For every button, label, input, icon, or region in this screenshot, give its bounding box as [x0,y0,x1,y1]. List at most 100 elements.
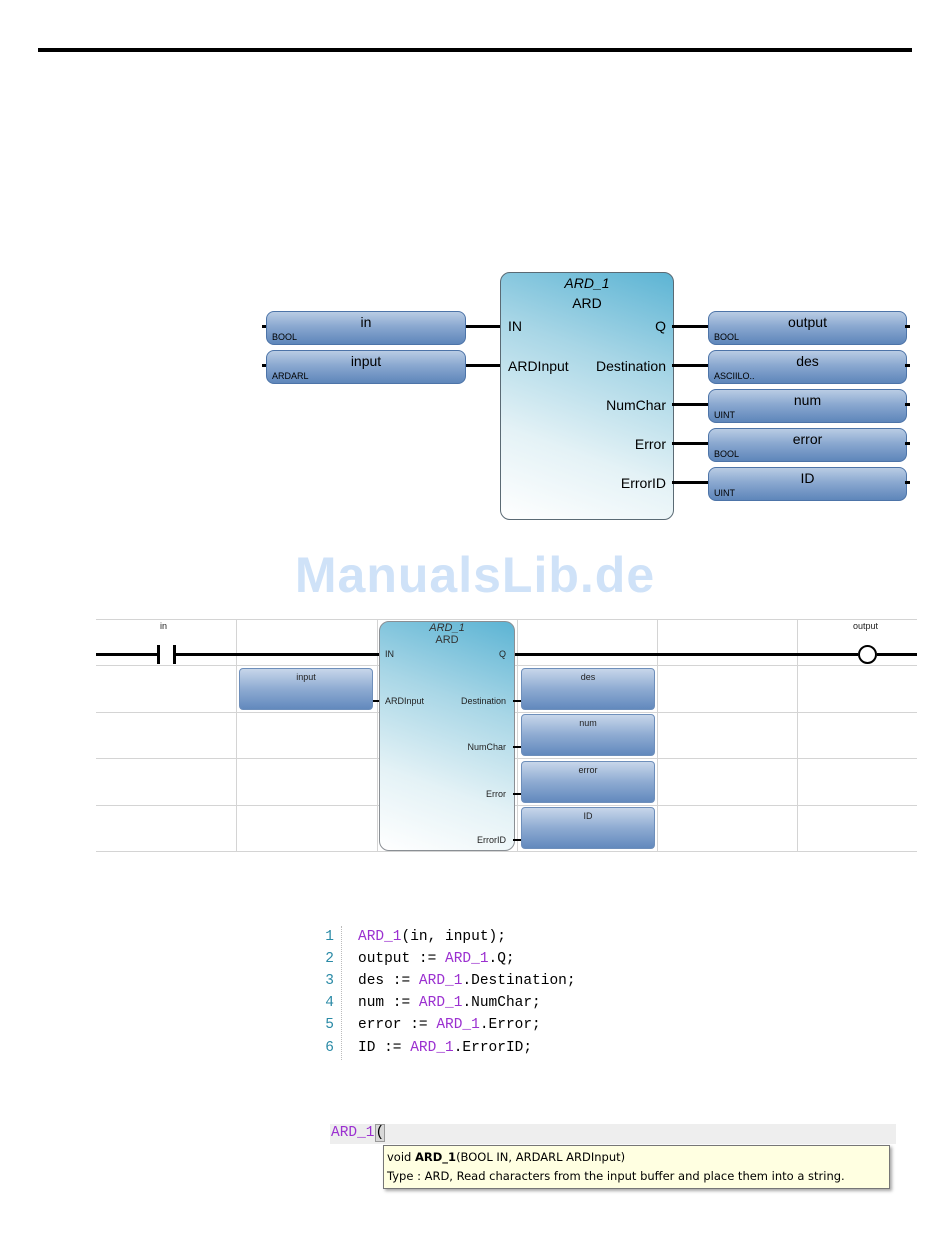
code-line: ARD_1(in, input); [358,929,506,945]
fbd-var-in[interactable]: in BOOL [266,311,466,345]
wire-destination [672,364,710,367]
code-gutter [341,926,342,1060]
grid-line [236,619,237,852]
code-text: .Q; [488,951,515,967]
contact-right-bar [173,645,176,664]
fbd-function-block[interactable]: ARD_1 ARD IN ARDInput Q Destination NumC… [500,272,674,520]
code-line: ID := ARD_1.ErrorID; [358,1040,532,1056]
code-text: .Error; [479,1017,541,1033]
wire-error [672,442,710,445]
pin-error: Error [634,436,666,452]
header-rule [38,48,912,52]
code-line: num := ARD_1.NumChar; [358,995,541,1011]
code-keyword: ARD_1 [418,973,463,989]
line-number: 5 [325,1017,334,1033]
ladder-function-block[interactable]: ARD_1 ARD IN ARDInput Q Destination NumC… [379,621,515,851]
var-name: ID [583,811,593,821]
grid-line [797,619,798,852]
wire-numchar [513,746,522,748]
code-text: .Destination; [462,973,576,989]
wire-stub [262,364,267,367]
pin-q: Q [655,318,666,334]
ladder-var-error[interactable]: error [521,761,655,803]
wire-numchar [672,403,710,406]
fbd-var-error[interactable]: error BOOL [708,428,907,462]
pin-destination: Destination [595,358,666,374]
var-name: des [580,672,596,682]
wire-stub [905,364,910,367]
fbd-var-des[interactable]: des ASCIILO.. [708,350,907,384]
var-type: BOOL [272,332,298,342]
fb-instance-name: ARD_1 [564,275,610,291]
contact-left-bar [157,645,160,664]
ladder-var-des[interactable]: des [521,668,655,710]
wire-stub [262,325,267,328]
pin-ardinput: ARDInput [385,696,425,706]
fb-type-name: ARD [435,634,459,646]
fbd-var-output[interactable]: output BOOL [708,311,907,345]
fbd-var-id[interactable]: ID UINT [708,467,907,501]
wire-errorid [672,481,710,484]
var-name: error [578,765,598,775]
wire-stub [905,325,910,328]
pin-destination: Destination [460,696,506,706]
rung-wire [877,653,917,656]
pin-numchar: NumChar [606,397,666,413]
grid-line [96,619,917,620]
grid-line [377,619,378,852]
wire-error [513,793,522,795]
fbd-var-num[interactable]: num UINT [708,389,907,423]
sig-name: ARD_1 [415,1150,457,1164]
line-number: 6 [325,1040,334,1056]
cursor-paren: ( [374,1124,386,1142]
var-type: UINT [714,410,735,420]
rung-wire [513,653,858,656]
var-name: input [296,672,316,682]
line-number: 3 [325,973,334,989]
signature-tooltip: void ARD_1(BOOL IN, ARDARL ARDInput) Typ… [383,1145,890,1189]
wire-in [466,325,502,328]
pin-error: Error [486,789,506,799]
code-line: error := ARD_1.Error; [358,1017,541,1033]
fb-instance-name: ARD_1 [429,622,465,634]
sig-params: (BOOL IN, ARDARL ARDInput) [456,1150,626,1164]
pin-in: IN [385,649,394,659]
var-type: UINT [714,488,735,498]
code-line: des := ARD_1.Destination; [358,973,576,989]
code-keyword: ARD_1 [410,1040,454,1056]
pin-errorid: ErrorID [477,835,506,845]
code-text: .NumChar; [462,995,541,1011]
grid-line [657,619,658,852]
wire-stub [905,403,910,406]
var-type: BOOL [714,449,740,459]
sig-prefix: void [387,1150,415,1164]
editor-line[interactable] [330,1124,896,1144]
coil[interactable] [858,645,877,664]
var-type: ASCIILO.. [714,371,755,381]
var-type: ARDARL [272,371,309,381]
coil-label: output [853,621,879,631]
var-name: output [788,314,827,330]
wire-ardinput [466,364,502,367]
ladder-var-num[interactable]: num [521,714,655,756]
code-line: output := ARD_1.Q; [358,951,515,967]
ladder-var-input[interactable]: input [239,668,373,710]
var-name: ID [800,470,815,486]
ladder-var-id[interactable]: ID [521,807,655,849]
fbd-var-input[interactable]: input ARDARL [266,350,466,384]
rung-wire [96,653,158,656]
typed-code: ARD_1( [331,1124,386,1142]
code-keyword: ARD_1 [445,951,489,967]
var-name: input [350,353,382,369]
code-keyword: ARD_1 [418,995,463,1011]
tooltip-signature: void ARD_1(BOOL IN, ARDARL ARDInput) [387,1148,886,1167]
grid-line [96,851,917,852]
code-text: output := [358,951,446,967]
var-name: in [360,314,372,330]
watermark: ManualsLib.de [294,547,656,603]
code-keyword: ARD_1 [331,1125,375,1141]
grid-line [517,619,518,852]
pin-ardinput: ARDInput [508,358,569,374]
wire-ardinput [373,700,383,702]
var-name: error [792,431,823,447]
